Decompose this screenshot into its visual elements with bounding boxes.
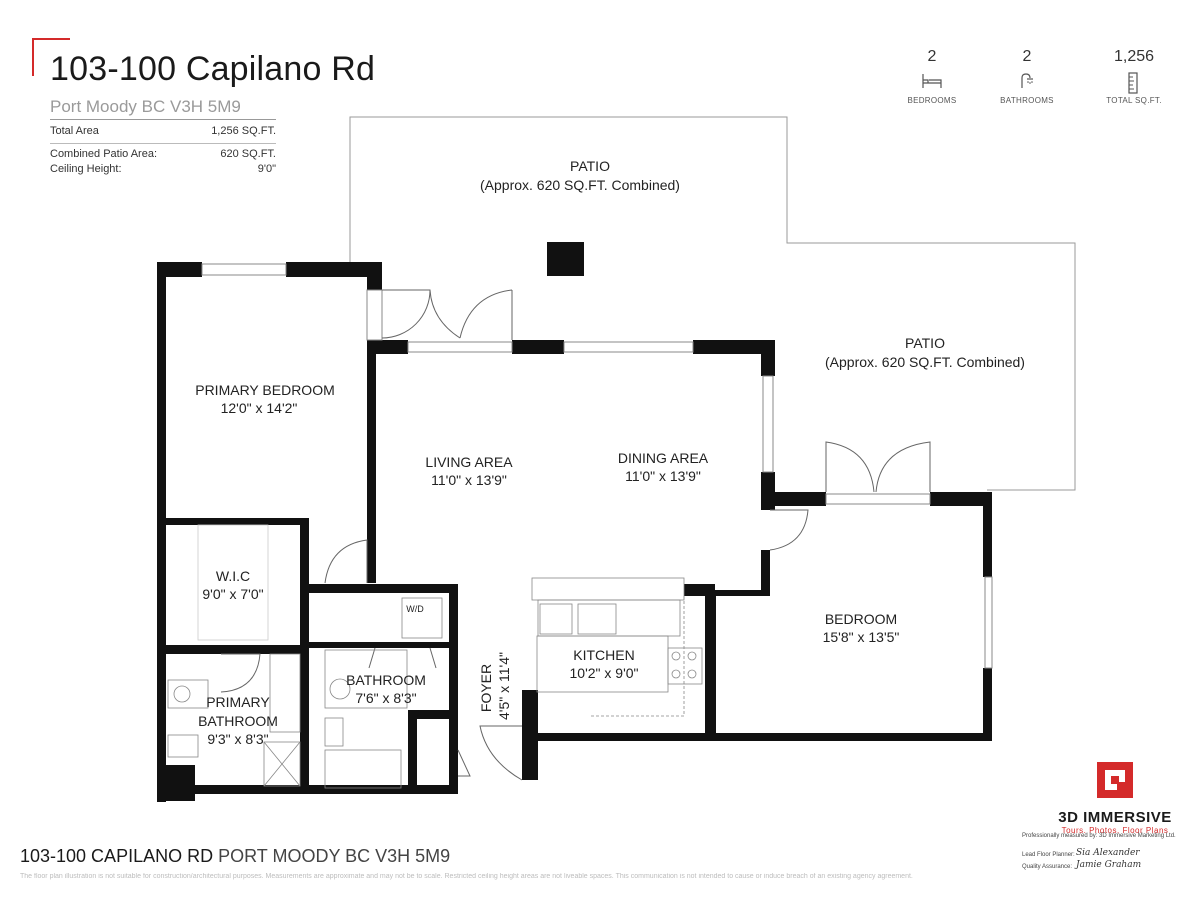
room-dims: 4'5" x 11'4": [496, 652, 512, 720]
divider: [50, 143, 276, 144]
room-dims: 9'0" x 7'0": [202, 586, 263, 602]
patio-outline: [349, 116, 1076, 491]
room-dims: 10'2" x 9'0": [570, 665, 639, 681]
room-name: PATIO: [570, 158, 610, 174]
lead-planner-signature: Sia Alexander: [1076, 848, 1140, 858]
qa-label: Quality Assurance:: [1022, 864, 1073, 870]
room-name: PATIO: [905, 335, 945, 351]
doors: [220, 289, 931, 781]
room-name: BEDROOM: [825, 611, 897, 627]
stat-label: Combined Patio Area:: [50, 148, 158, 160]
room-dims: 12'0" x 14'2": [221, 400, 298, 416]
summary-value: 2: [1022, 48, 1032, 65]
summary-bathrooms: 2 BATHROOMS: [982, 48, 1072, 105]
stat-label: Total Area: [50, 125, 99, 137]
summary-caption: BATHROOMS: [1000, 96, 1054, 105]
fixtures: [167, 524, 703, 789]
page-subtitle: Port Moody BC V3H 5M9: [50, 97, 241, 116]
room-dims: 9'3" x 8'3": [207, 731, 268, 747]
room-name: PRIMARY: [206, 694, 270, 710]
summary-value: 1,256: [1113, 48, 1155, 65]
lead-planner-label: Lead Floor Planner:: [1022, 852, 1075, 858]
room-name: BATHROOM: [198, 713, 278, 729]
summary-caption: TOTAL SQ.FT.: [1106, 96, 1162, 105]
column-block: [547, 242, 584, 276]
qa-signature: Jamie Graham: [1076, 860, 1142, 870]
divider: [50, 119, 276, 120]
room-name: LIVING AREA: [425, 454, 513, 470]
stat-total-area: Total Area 1,256 SQ.FT.: [50, 125, 276, 137]
room-name: W/D: [406, 604, 424, 614]
page-title: 103-100 Capilano Rd: [50, 50, 376, 88]
room-name: KITCHEN: [573, 647, 634, 663]
room-dims: (Approx. 620 SQ.FT. Combined): [825, 354, 1025, 370]
corner-accent: [32, 38, 70, 76]
brand-name: 3D IMMERSIVE: [1058, 809, 1172, 826]
footer-street: 103-100 CAPILANO RD: [20, 846, 214, 866]
stat-ceiling-height: Ceiling Height: 9'0": [50, 163, 276, 175]
stat-patio-area: Combined Patio Area: 620 SQ.FT.: [50, 148, 276, 160]
brand-logo-icon: [1097, 762, 1133, 798]
stat-label: Ceiling Height:: [50, 163, 122, 175]
disclaimer: The floor plan illustration is not suita…: [20, 873, 913, 880]
summary-bedrooms: 2 BEDROOMS: [887, 48, 977, 105]
windows: [201, 263, 993, 669]
room-name: PRIMARY BEDROOM: [195, 382, 335, 398]
summary-total-sqft: 1,256 TOTAL SQ.FT.: [1089, 48, 1179, 105]
brand-logo: 3D IMMERSIVE Tours. Photos. Floor Plans: [1040, 760, 1190, 835]
room-name: W.I.C: [216, 568, 250, 584]
footer-city: PORT MOODY BC V3H 5M9: [218, 846, 451, 866]
room-name: BATHROOM: [346, 672, 426, 688]
stat-value: 9'0": [257, 163, 276, 175]
ruler-icon: [1128, 72, 1138, 94]
walls: [157, 262, 992, 802]
summary-value: 2: [927, 48, 937, 65]
room-name: DINING AREA: [618, 450, 709, 466]
stat-value: 620 SQ.FT.: [220, 148, 276, 160]
footer-address: 103-100 CAPILANO RD PORT MOODY BC V3H 5M…: [20, 846, 450, 867]
room-dims: (Approx. 620 SQ.FT. Combined): [480, 177, 680, 193]
shower-icon: [1021, 73, 1033, 88]
room-dims: 11'0" x 13'9": [431, 472, 507, 488]
room-dims: 11'0" x 13'9": [625, 468, 701, 484]
brand-tagline: Tours. Photos. Floor Plans: [1061, 826, 1169, 835]
stat-value: 1,256 SQ.FT.: [211, 125, 276, 137]
room-dims: 15'8" x 13'5": [823, 629, 900, 645]
bed-icon: [922, 74, 942, 88]
measure-credit: Professionally measured by: 3D Immersive…: [1022, 833, 1176, 839]
room-name: FOYER: [478, 664, 494, 712]
summary-caption: BEDROOMS: [907, 96, 957, 105]
room-dims: 7'6" x 8'3": [355, 690, 416, 706]
